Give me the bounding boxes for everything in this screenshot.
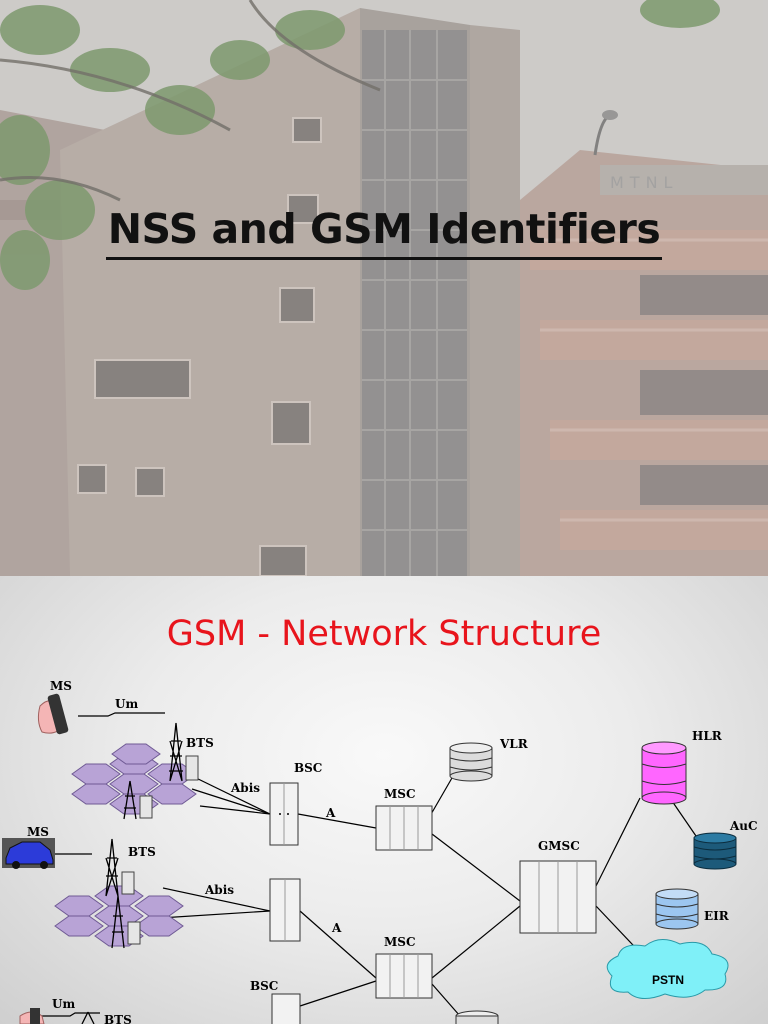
slide-title-underlined: NSS and GSM Identifiers [105, 205, 663, 260]
label-msc-top: MSC [384, 787, 416, 801]
vlr-bottom-icon [455, 1010, 499, 1024]
gsm-network-diagram: MS Um BTS Abis BSC A MSC VLR HLR AuC GMS… [2, 679, 758, 1024]
label-auc: AuC [729, 819, 758, 833]
ms-mid-car-icon [2, 838, 55, 869]
network-links [40, 712, 697, 1017]
label-bts-bottom: BTS [104, 1013, 132, 1024]
hlr-database-icon [641, 741, 687, 805]
eir-database-icon [655, 888, 699, 930]
photo-overlay [0, 0, 768, 576]
label-ms-mid: MS [27, 825, 49, 839]
label-abis-mid: Abis [204, 883, 234, 897]
label-a-top: A [325, 806, 336, 820]
bsc-top-rack [269, 782, 299, 846]
msc-mid-rack [375, 953, 433, 999]
bts-tower-top [123, 722, 183, 820]
slide-title-text: NSS and GSM Identifiers [0, 205, 768, 260]
label-bsc-bottom: BSC [250, 979, 278, 993]
label-pstn: PSTN [652, 973, 684, 987]
bsc-bottom-rack [271, 993, 301, 1024]
bsc-mid-rack [269, 878, 301, 942]
msc-top-rack [375, 805, 433, 851]
label-um-top: Um [115, 697, 138, 711]
sign-text: MTNL [610, 173, 678, 192]
bts-cabinet-top [139, 755, 199, 819]
bts-tower-mid [105, 838, 125, 949]
label-ms-top: MS [50, 679, 72, 693]
auc-database-icon [693, 832, 737, 870]
vlr-database-icon [449, 742, 493, 782]
slide-network-structure: GSM - Network Structure [0, 576, 768, 1024]
label-bts-top: BTS [186, 736, 214, 750]
label-bts-mid: BTS [128, 845, 156, 859]
bts-cabinet-mid [121, 871, 141, 945]
label-hlr: HLR [692, 729, 723, 743]
label-vlr: VLR [499, 737, 529, 751]
ms-top-icon [37, 693, 69, 735]
ms-bottom-icon [19, 1008, 45, 1024]
slide-title: MTNL [0, 0, 768, 576]
gmsc-rack [519, 860, 597, 934]
building-photo: MTNL [0, 0, 768, 576]
network-structure-title: GSM - Network Structure [166, 614, 602, 654]
label-abis-top: Abis [230, 781, 260, 795]
label-msc-mid: MSC [384, 935, 416, 949]
label-um-bottom: Um [52, 997, 75, 1011]
label-eir: EIR [704, 909, 730, 923]
label-bsc-top: BSC [294, 761, 322, 775]
label-a-mid: A [331, 921, 342, 935]
label-gmsc: GMSC [538, 839, 580, 853]
pstn-cloud [606, 939, 729, 999]
bts-tower-bottom [81, 1011, 95, 1024]
